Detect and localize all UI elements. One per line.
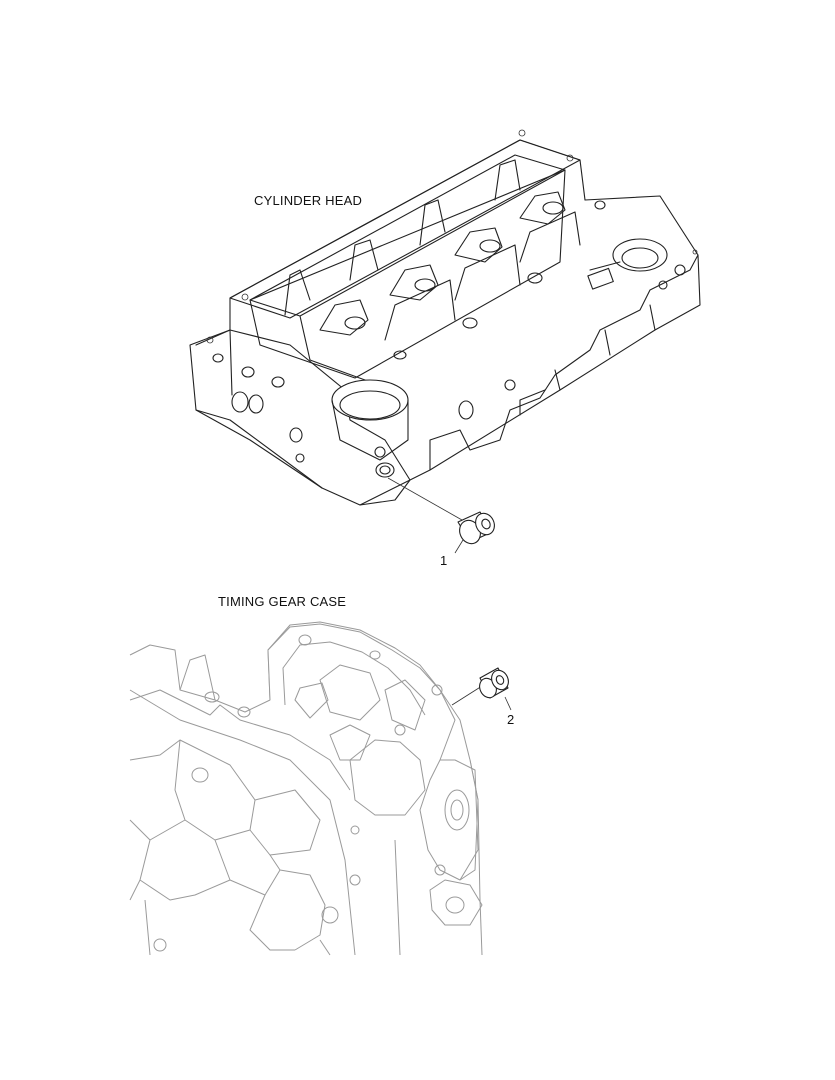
plug-1-icon: [457, 511, 495, 545]
timing-gear-case-title: TIMING GEAR CASE: [218, 594, 347, 609]
plug-2-icon: [479, 667, 509, 699]
leader-line-1: [387, 477, 463, 521]
cylinder-head-title: CYLINDER HEAD: [254, 193, 363, 208]
callout-1: 1: [440, 553, 448, 568]
callout-2: 2: [507, 712, 515, 727]
leader-line-2: [451, 685, 483, 706]
